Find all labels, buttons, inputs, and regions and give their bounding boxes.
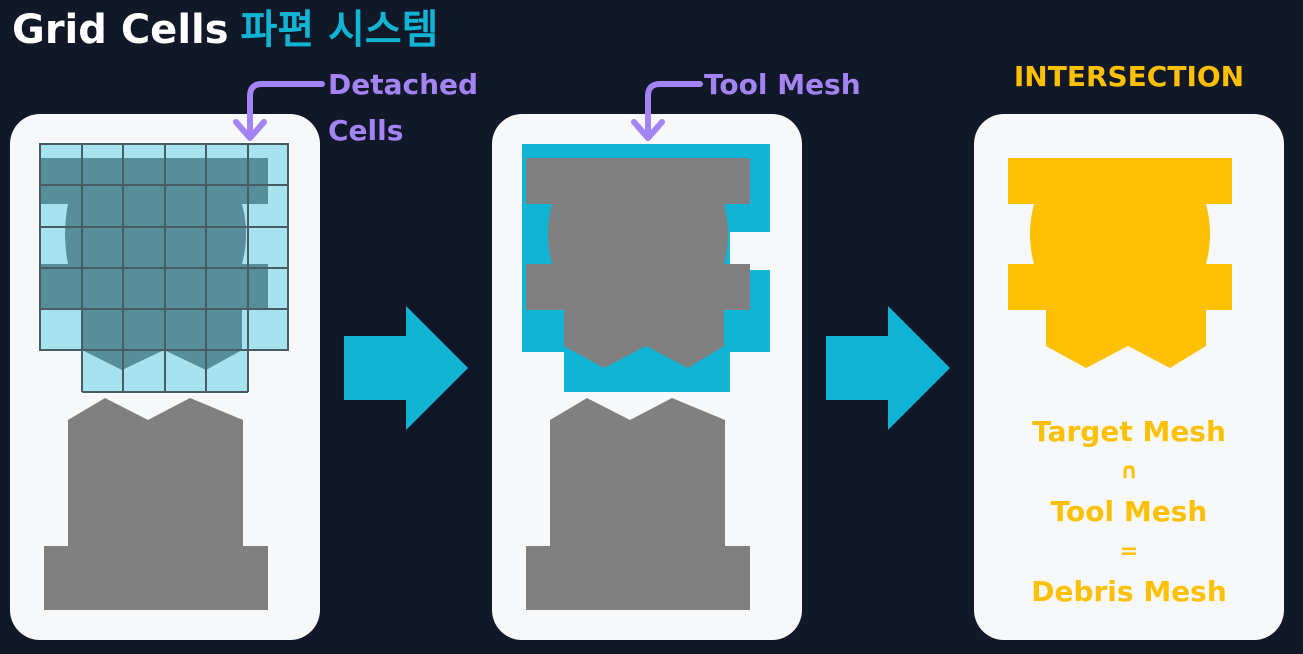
intersection-panel: Target Mesh ∩ Tool Mesh = Debris Mesh <box>974 114 1284 640</box>
upper-target-mesh <box>526 158 750 368</box>
formula-tool: Tool Mesh <box>1050 495 1208 528</box>
formula-intersect-symbol: ∩ <box>1120 459 1138 484</box>
intersection-formula: Target Mesh ∩ Tool Mesh = Debris Mesh <box>974 412 1284 612</box>
debris-mesh-diagram <box>1008 158 1232 368</box>
lower-target-mesh <box>44 398 268 610</box>
detached-cells-label: Detached Cells <box>328 68 479 147</box>
formula-target: Target Mesh <box>1032 415 1226 448</box>
upper-target-mesh-in-cells <box>40 158 268 370</box>
grid-cells-diagram <box>39 143 289 610</box>
debris-mesh-shape <box>1008 158 1232 368</box>
flow-arrow-right-icon <box>344 306 468 430</box>
tool-mesh-panel <box>492 114 802 640</box>
grid-cells-panel <box>10 114 320 640</box>
lower-target-mesh <box>526 398 750 610</box>
formula-result: Debris Mesh <box>1031 575 1227 608</box>
tool-mesh-label: Tool Mesh <box>704 68 861 101</box>
flow-arrow-right-icon <box>826 306 950 430</box>
intersection-label: INTERSECTION <box>1013 60 1245 93</box>
tool-mesh-diagram <box>522 144 770 610</box>
formula-equals: = <box>1119 539 1139 564</box>
title-main: Grid Cells <box>12 7 229 53</box>
title-accent: 파편 시스템 <box>240 7 439 53</box>
grid-lines <box>39 143 289 393</box>
